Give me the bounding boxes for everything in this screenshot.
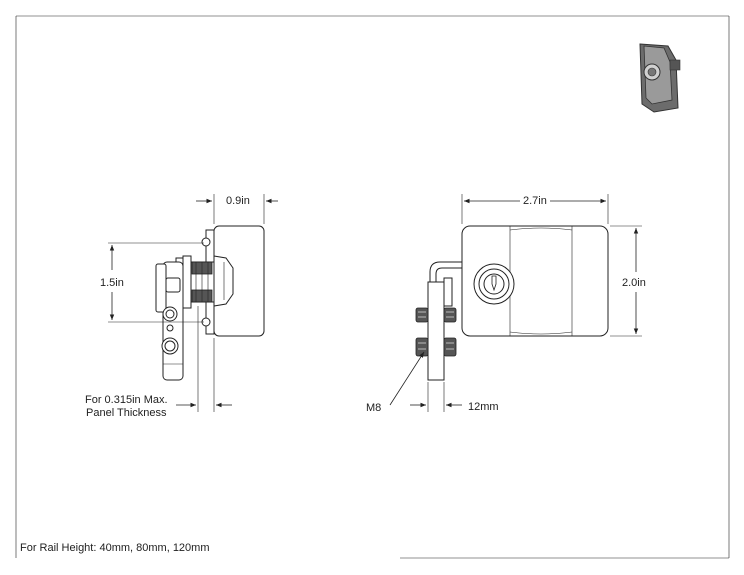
dim-side-depth: 0.9in	[196, 194, 278, 224]
dim-bolt-callout: M8	[366, 351, 425, 414]
dim-front-width-label: 2.7in	[523, 195, 547, 207]
dim-side-depth-label: 0.9in	[226, 195, 250, 207]
rail-height-note: For Rail Height: 40mm, 80mm, 120mm	[20, 542, 210, 554]
m8-bolt-upper	[415, 307, 457, 323]
cam-lock-thumbnail-icon	[639, 43, 681, 113]
panel-note-line2: Panel Thickness	[86, 407, 167, 419]
side-view	[155, 225, 265, 381]
dim-front-height: 2.0in	[610, 225, 646, 337]
dim-front-width: 2.7in	[461, 194, 609, 224]
sheet-border	[15, 15, 730, 559]
dim-side-height-label: 1.5in	[100, 277, 124, 289]
front-view	[415, 225, 609, 381]
dim-front-height-label: 2.0in	[622, 277, 646, 289]
m8-bolt-lower	[415, 337, 457, 357]
rail-offset-label: 12mm	[468, 401, 499, 413]
dim-rail-offset: 12mm	[410, 382, 499, 413]
panel-note-line1: For 0.315in Max.	[85, 394, 168, 406]
dim-panel-thickness: For 0.315in Max. Panel Thickness	[85, 306, 232, 419]
dim-side-height: 1.5in	[100, 242, 204, 323]
bolt-size-label: M8	[366, 402, 381, 414]
